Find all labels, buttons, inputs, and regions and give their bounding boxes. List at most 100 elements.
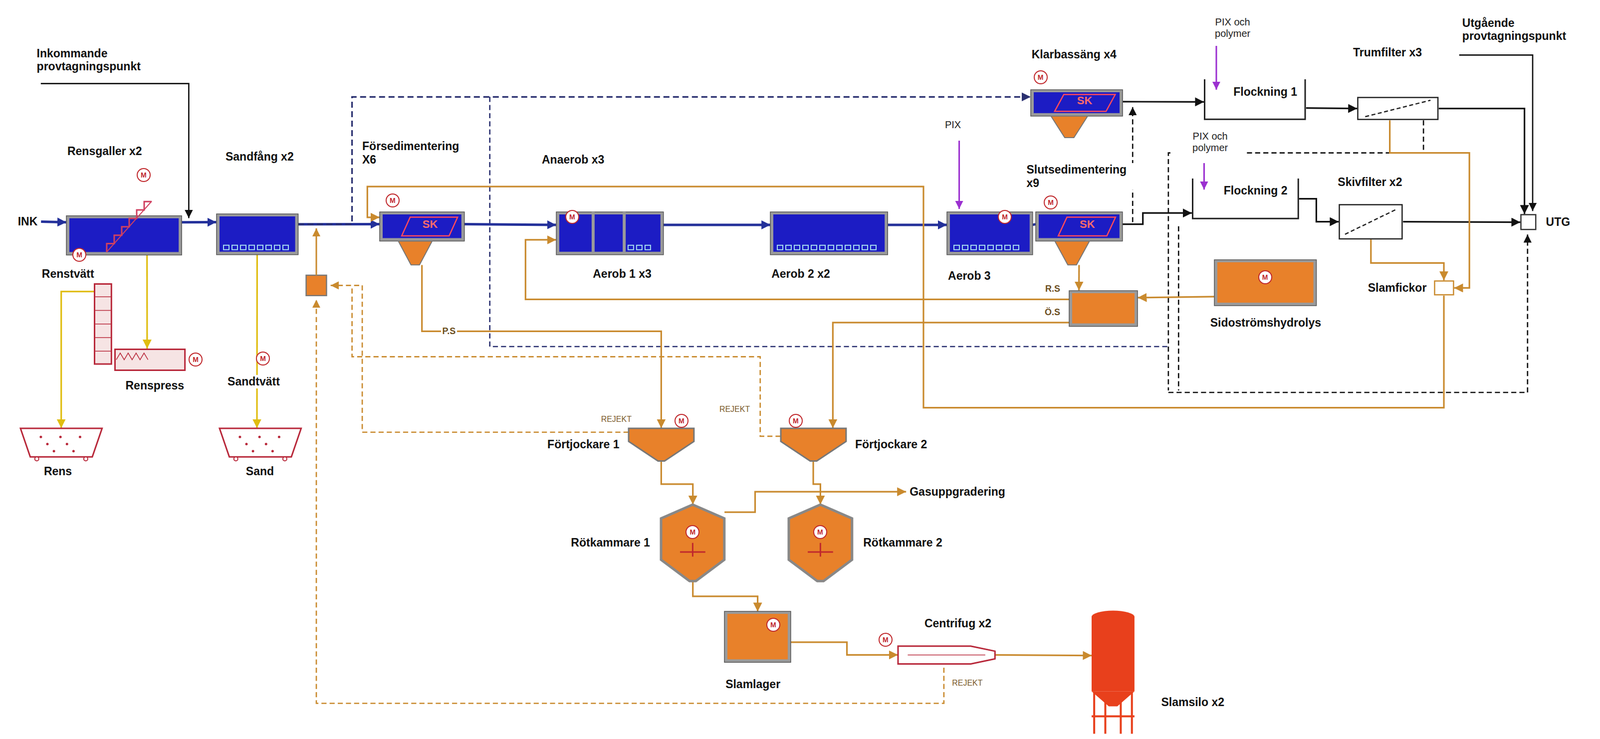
- unit-label: Sand: [244, 464, 275, 478]
- unit-label: Klarbassäng x4: [1030, 47, 1118, 61]
- flow-line: [1306, 108, 1358, 109]
- unit-label: Slamlager: [724, 678, 782, 691]
- chemical-dosing: [959, 45, 1217, 210]
- reject-return: [315, 228, 318, 276]
- unit-label: Aerob 3: [946, 269, 992, 283]
- bypass-line: [489, 96, 1169, 347]
- unit-label: Aerob 2 x2: [770, 267, 832, 281]
- process-tank-shape: [216, 214, 299, 255]
- unit-label: Sandfång x2: [224, 150, 295, 164]
- reject-label: REJEKT: [600, 415, 633, 425]
- container: Sand: [219, 428, 302, 458]
- bypass-lines: [489, 96, 1528, 393]
- flow-line: [40, 221, 67, 223]
- motor-symbol: M: [188, 352, 203, 367]
- motor-symbol: M: [385, 193, 400, 208]
- outlet-junction: UTG: [1520, 214, 1537, 231]
- flow-line: [1402, 222, 1521, 223]
- thickener-shape: [780, 428, 847, 461]
- digester: Rötkammare 2: [788, 504, 853, 582]
- sludge-tank-shape: [724, 611, 791, 663]
- flow-line: [297, 96, 1031, 225]
- settling-tank-shape: [1035, 212, 1123, 265]
- motor-symbol: M: [997, 210, 1012, 225]
- centrifuge: Centrifug x2: [898, 642, 995, 669]
- inner-text: SK: [1079, 218, 1096, 231]
- unit-label: R.S: [1044, 283, 1062, 295]
- flow-line: [887, 223, 947, 227]
- unit-label: Försedimentering X6: [361, 139, 471, 167]
- motor-symbol: M: [685, 525, 700, 540]
- unit-label: Rensgaller x2: [66, 144, 144, 158]
- note-label: PIX och polymer: [1173, 130, 1247, 154]
- unit-label: Rötkammare 2: [862, 536, 944, 550]
- note-label: Sandtvätt: [226, 375, 281, 389]
- reject-line: [316, 299, 944, 704]
- unit-label: Skivfilter x2: [1336, 175, 1403, 189]
- flow-line: [1122, 100, 1205, 103]
- unit-label: Förtjockare 2: [854, 438, 928, 452]
- dosing-arrow: [1203, 163, 1205, 190]
- unit-label: Förtjockare 1: [546, 438, 621, 452]
- sludge-tank: R.SÖ.S: [1069, 290, 1138, 327]
- note-label: Utgående provtagningspunkt: [1461, 16, 1597, 43]
- thickener: Förtjockare 1: [628, 428, 694, 461]
- bypass-line: [1168, 120, 1424, 391]
- sludge-silo-shape: [1091, 609, 1135, 734]
- unit-label: UTG: [1545, 215, 1572, 229]
- motor-symbol: M: [674, 414, 689, 429]
- settling-tank: Slutsedimentering x9SK: [1035, 212, 1123, 265]
- sampling-line: [40, 83, 190, 219]
- unit-label: Sidoströmshydrolys: [1209, 316, 1323, 330]
- thickener-shape: [628, 428, 694, 461]
- motor-symbol: M: [255, 351, 270, 366]
- flow-line: [255, 254, 258, 429]
- flow-line: [181, 221, 217, 224]
- flow-terminal: Gasuppgradering: [906, 483, 1009, 501]
- unit-label: Slamsilo x2: [1159, 695, 1226, 709]
- flow-line: [692, 581, 758, 612]
- flow-line: [1032, 224, 1036, 226]
- line-label: P.S: [441, 326, 458, 337]
- screenings-washer: Renstvätt: [93, 283, 113, 366]
- digester-shape: [788, 504, 853, 582]
- inner-text: SK: [422, 218, 439, 231]
- flow-line: [146, 254, 148, 349]
- note-label: PIX och polymer: [1195, 16, 1270, 40]
- process-tank-shape: [946, 212, 1033, 255]
- sludge-pocket: Slamfickor: [1433, 280, 1455, 296]
- sludge-tank-shape: [1069, 290, 1138, 327]
- dosing-arrow: [958, 140, 960, 210]
- reject-label: REJEKT: [950, 679, 984, 688]
- filter-unit: Skivfilter x2: [1338, 204, 1403, 240]
- flow-line: [422, 264, 662, 429]
- note-label: Inkommande provtagningspunkt: [35, 46, 171, 74]
- motor-symbol: M: [878, 633, 893, 648]
- inner-text: Flockning 1: [1233, 85, 1298, 99]
- inner-text: SK: [1077, 94, 1093, 107]
- settling-tank-shape: [379, 212, 465, 265]
- flow-line: [994, 655, 1092, 656]
- bypass-line: [1177, 226, 1180, 391]
- flow-line: [832, 322, 1070, 429]
- flocculation-tank: Flockning 2: [1191, 178, 1300, 220]
- flow-line: [1371, 239, 1444, 281]
- sludge-pocket-shape: [1433, 280, 1455, 296]
- motor-symbol: M: [72, 247, 87, 262]
- unit-label: Rötkammare 1: [569, 536, 652, 550]
- screenings-press: Renspress: [114, 348, 186, 372]
- settling-tank: Klarbassäng x4SK: [1030, 89, 1123, 138]
- unit-label: Renspress: [124, 379, 186, 393]
- filter-unit-shape: [1338, 204, 1403, 240]
- sludge-silo: Slamsilo x2: [1091, 609, 1135, 734]
- unit-label: Rens: [42, 464, 73, 478]
- flow-line: [661, 460, 693, 505]
- unit-label: Centrifug x2: [923, 617, 993, 631]
- reject-mixer: [306, 275, 327, 296]
- inner-text: Flockning 2: [1223, 184, 1288, 198]
- inner-text: Gasuppgradering: [909, 485, 1006, 499]
- outlet-junction-shape: [1520, 214, 1537, 231]
- process-tank: Aerob 2 x2: [770, 212, 888, 255]
- settling-tank: Försedimentering X6SK: [379, 212, 465, 265]
- unit-label: Slutsedimentering x9: [1025, 163, 1141, 190]
